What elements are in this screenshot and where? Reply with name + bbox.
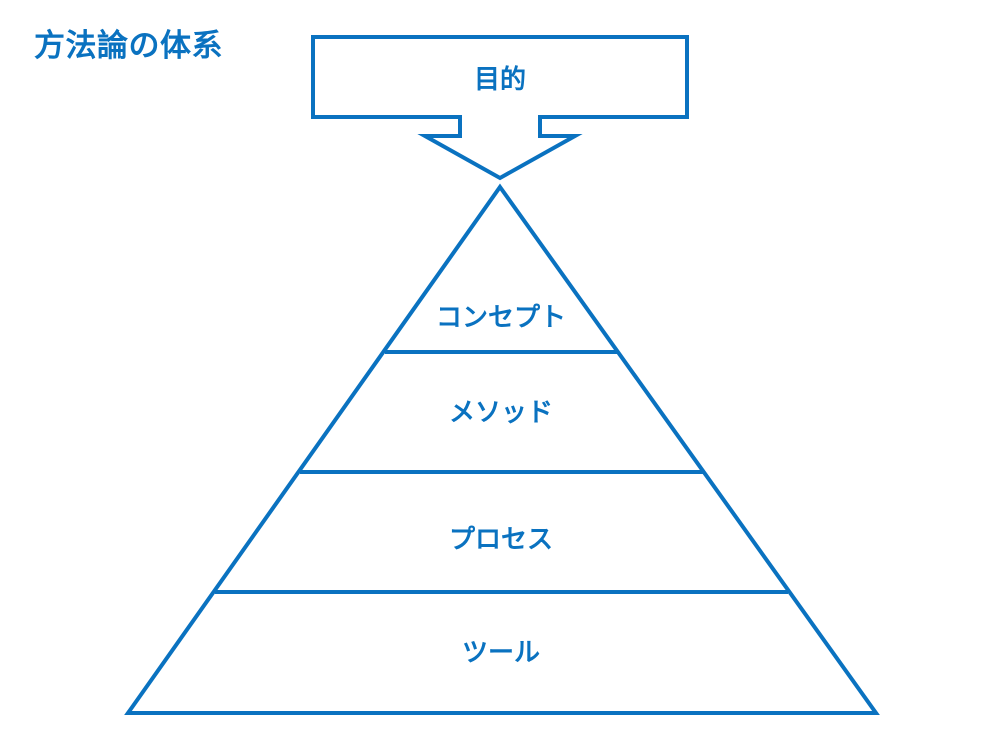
page-title: 方法論の体系 (34, 28, 223, 64)
pyramid-level-process: プロセス (449, 525, 553, 555)
purpose-label: 目的 (474, 64, 526, 95)
pyramid-outline (124, 183, 880, 715)
pyramid-level-concept: コンセプト (436, 303, 566, 333)
pyramid-level-tool: ツール (462, 638, 540, 668)
purpose-arrow-box (311, 35, 689, 181)
pyramid-level-method: メソッド (449, 398, 553, 428)
